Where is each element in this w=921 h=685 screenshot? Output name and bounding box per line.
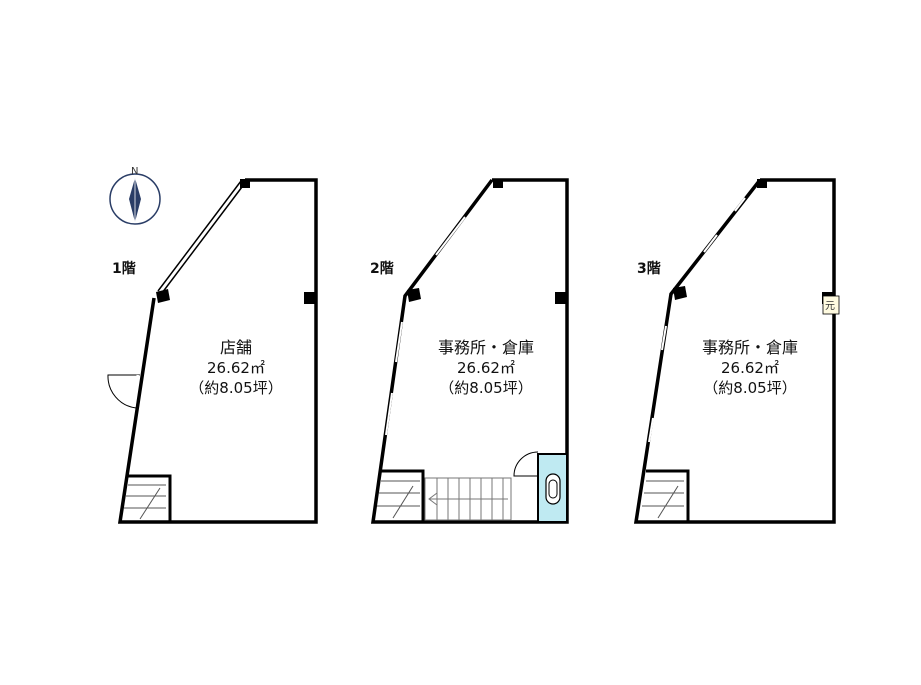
floor-1-plan: 1階 店舗 26.62㎡ （約8.05坪） [107,178,318,524]
floor-3-meter-mark: 元 [825,301,835,312]
floor-1-label: 1階 [112,260,136,277]
floor-2-label: 2階 [370,260,394,277]
floor-3-room-tsubo: （約8.05坪） [703,379,796,397]
floor-2-plan: 2階 [370,178,569,524]
floor-2-walls [370,178,569,524]
floor-1-entrance-door [107,374,140,409]
compass-circle [109,173,161,225]
floor-2-column [407,288,421,302]
floor-2-toilet-door [513,451,539,477]
floor-2-staircase [424,477,512,521]
floor-1-column [156,289,170,303]
compass: N [109,166,161,225]
floor-3-column [673,286,687,300]
floor-2-stair-area [381,469,425,522]
floor-2-room-area: 26.62㎡ [457,359,515,377]
floor-2-column [555,292,567,304]
floor-1-window [161,182,246,294]
floor-1-room-name: 店舗 [220,338,252,357]
floor-2-column [493,179,503,188]
floor-3-plan: 3階 元 事務所・倉庫 26.62㎡ （約8.05坪） [633,178,840,524]
floor-1-walls [117,178,318,524]
floor-3-column [757,179,767,188]
floor-1-room-tsubo: （約8.05坪） [189,379,282,397]
floor-1-column [304,292,316,304]
floor-3-stair-area [646,469,690,522]
floor-1-room-area: 26.62㎡ [207,359,265,377]
floor-2-room-name: 事務所・倉庫 [438,338,534,357]
floor-3-label: 3階 [637,260,661,277]
floor-1-stair-area [128,474,172,522]
floor-1-column [240,179,250,188]
floor-3-room-area: 26.62㎡ [721,359,779,377]
floor-3-walls [633,178,836,524]
floor-2-room-tsubo: （約8.05坪） [439,379,532,397]
compass-north-label: N [131,166,138,177]
floor-3-room-name: 事務所・倉庫 [702,338,798,357]
